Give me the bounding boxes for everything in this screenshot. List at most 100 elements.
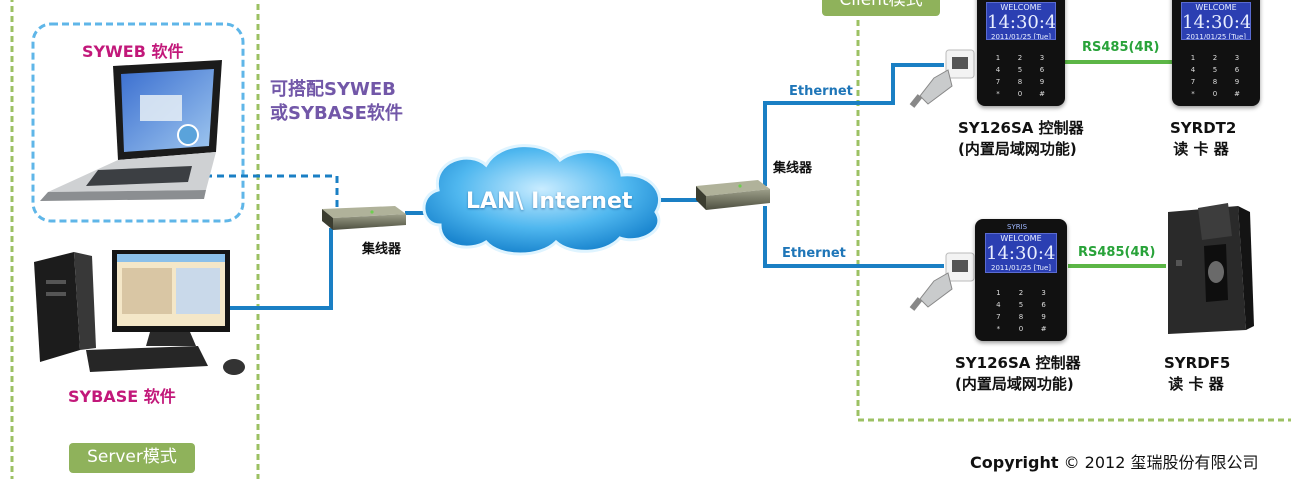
controller-brand: SYRIS	[1007, 223, 1028, 231]
rs485-top-label: RS485(4R)	[1082, 40, 1160, 55]
controller-top-screen: WELCOME 14:30:42 2011/01/25 [Tue]	[986, 2, 1056, 40]
keypad-key: 4	[995, 66, 1001, 74]
keypad-key: 2	[1018, 289, 1024, 297]
controller-bottom-caption: SY126SA 控制器 (内置局域网功能)	[955, 353, 1081, 395]
screen-time: 14:30:42	[986, 243, 1056, 264]
server-mode-badge: Server模式	[69, 443, 195, 473]
compat-note: 可搭配SYWEB 或SYBASE软件	[270, 78, 403, 126]
desktop-link	[230, 228, 333, 310]
reader-top-type: 读 卡 器	[1173, 140, 1229, 158]
syweb-software-label: SYWEB 软件	[82, 42, 184, 61]
reader-bottom-type: 读 卡 器	[1168, 375, 1224, 393]
ethernet-top-label: Ethernet	[789, 84, 853, 99]
keypad-key: 5	[1018, 301, 1024, 309]
keypad-key: 1	[995, 54, 1001, 62]
lan-internet-label: LAN\ Internet	[466, 189, 633, 214]
keypad-key: 0	[1018, 325, 1024, 333]
controller-top-desc: (内置局域网功能)	[958, 140, 1077, 158]
screen-date: 2011/01/25 [Tue]	[991, 264, 1051, 272]
keypad-key: 4	[996, 301, 1001, 309]
controller-bottom-name: SY126SA 控制器	[955, 354, 1081, 372]
keypad-key: 8	[1212, 78, 1218, 86]
keypad-key: 4	[1190, 66, 1196, 74]
reader-top-model: SYRDT2	[1170, 119, 1237, 137]
web-dashed-link	[205, 174, 339, 210]
keypad-key: 2	[1017, 54, 1023, 62]
reader-bottom-model: SYRDF5	[1164, 354, 1231, 372]
keypad-key: 0	[1212, 90, 1218, 98]
controller-top-name: SY126SA 控制器	[958, 119, 1084, 137]
keypad-key: 3	[1041, 289, 1046, 297]
keypad-key: *	[996, 325, 1001, 333]
ethernet-bottom-link	[763, 206, 944, 268]
lan-internet-cloud	[422, 144, 662, 256]
client-zone-border	[856, 0, 1291, 422]
keypad-key: #	[1234, 90, 1240, 98]
keypad-key: 8	[1018, 313, 1024, 321]
keypad-key: 6	[1039, 66, 1045, 74]
copyright-notice: Copyright © 2012 玺瑞股份有限公司	[970, 449, 1258, 473]
keypad-key: 1	[1190, 54, 1196, 62]
compat-note-line1: 可搭配SYWEB	[270, 79, 396, 100]
controller-bottom-keypad: 1 2 3 4 5 6 7 8 9 * 0 #	[987, 289, 1055, 333]
hub-right-icon	[696, 180, 770, 210]
rj45-connector-top-icon	[909, 49, 975, 108]
keypad-key: 3	[1234, 54, 1240, 62]
reader-top-caption: SYRDT2 读 卡 器	[1170, 118, 1237, 160]
controller-bottom-desc: (内置局域网功能)	[955, 375, 1074, 393]
controller-bottom-device: SYRIS WELCOME 14:30:42 2011/01/25 [Tue] …	[975, 219, 1067, 341]
sybase-software-label: SYBASE 软件	[68, 387, 176, 406]
keypad-key: 0	[1017, 90, 1023, 98]
hub-left-icon	[322, 206, 406, 230]
rs485-bottom-label: RS485(4R)	[1078, 245, 1156, 260]
keypad-key: 7	[996, 313, 1001, 321]
keypad-key: 6	[1234, 66, 1240, 74]
hub-right-label: 集线器	[773, 161, 813, 176]
screen-time: 14:30:42	[987, 12, 1056, 33]
controller-top-keypad: 1 2 3 4 5 6 7 8 9 * 0 #	[987, 54, 1053, 98]
keypad-key: 3	[1039, 54, 1045, 62]
screen-date: 2011/01/25 [Tue]	[1186, 33, 1246, 40]
controller-top-device: WELCOME 14:30:42 2011/01/25 [Tue] 1 2 3 …	[977, 0, 1065, 106]
fingerprint-reader-icon	[1168, 203, 1254, 334]
keypad-key: 2	[1212, 54, 1218, 62]
reader-bottom-caption: SYRDF5 读 卡 器	[1164, 353, 1231, 395]
keypad-key: 9	[1041, 313, 1046, 321]
reader-top-keypad: 1 2 3 4 5 6 7 8 9 * 0 #	[1182, 54, 1248, 98]
desktop-computer-icon	[34, 250, 245, 375]
copyright-word: Copyright	[970, 453, 1059, 472]
copyright-rest: © 2012 玺瑞股份有限公司	[1063, 453, 1259, 472]
keypad-key: 6	[1041, 301, 1046, 309]
keypad-key: 7	[1190, 78, 1196, 86]
ethernet-top-link	[763, 63, 944, 186]
keypad-key: 5	[1017, 66, 1023, 74]
keypad-key: 8	[1017, 78, 1023, 86]
keypad-key: #	[1040, 325, 1047, 333]
compat-note-line2: 或SYBASE软件	[270, 103, 403, 124]
screen-welcome: WELCOME	[1000, 234, 1042, 243]
keypad-key: 9	[1234, 78, 1240, 86]
screen-time: 14:30:42	[1182, 12, 1251, 33]
controller-bottom-screen: WELCOME 14:30:42 2011/01/25 [Tue]	[985, 233, 1057, 273]
screen-welcome: WELCOME	[1000, 3, 1042, 12]
web-zone-border	[31, 22, 245, 223]
keypad-key: 5	[1212, 66, 1218, 74]
rj45-connector-bottom-icon	[909, 252, 975, 311]
hub-left-label: 集线器	[362, 242, 402, 257]
keypad-key: 1	[996, 289, 1001, 297]
ethernet-bottom-label: Ethernet	[782, 246, 846, 261]
keypad-key: 7	[995, 78, 1001, 86]
keypad-key: *	[996, 90, 1000, 98]
reader-top-device: WELCOME 14:30:42 2011/01/25 [Tue] 1 2 3 …	[1172, 0, 1260, 106]
keypad-key: 9	[1039, 78, 1045, 86]
screen-date: 2011/01/25 [Tue]	[991, 33, 1051, 40]
server-zone-border	[10, 0, 260, 479]
keypad-key: #	[1039, 90, 1045, 98]
screen-welcome: WELCOME	[1195, 3, 1237, 12]
client-mode-badge: Client模式	[822, 0, 940, 16]
laptop-icon	[40, 60, 222, 201]
reader-top-screen: WELCOME 14:30:42 2011/01/25 [Tue]	[1181, 2, 1251, 40]
keypad-key: *	[1191, 90, 1195, 98]
controller-top-caption: SY126SA 控制器 (内置局域网功能)	[958, 118, 1084, 160]
